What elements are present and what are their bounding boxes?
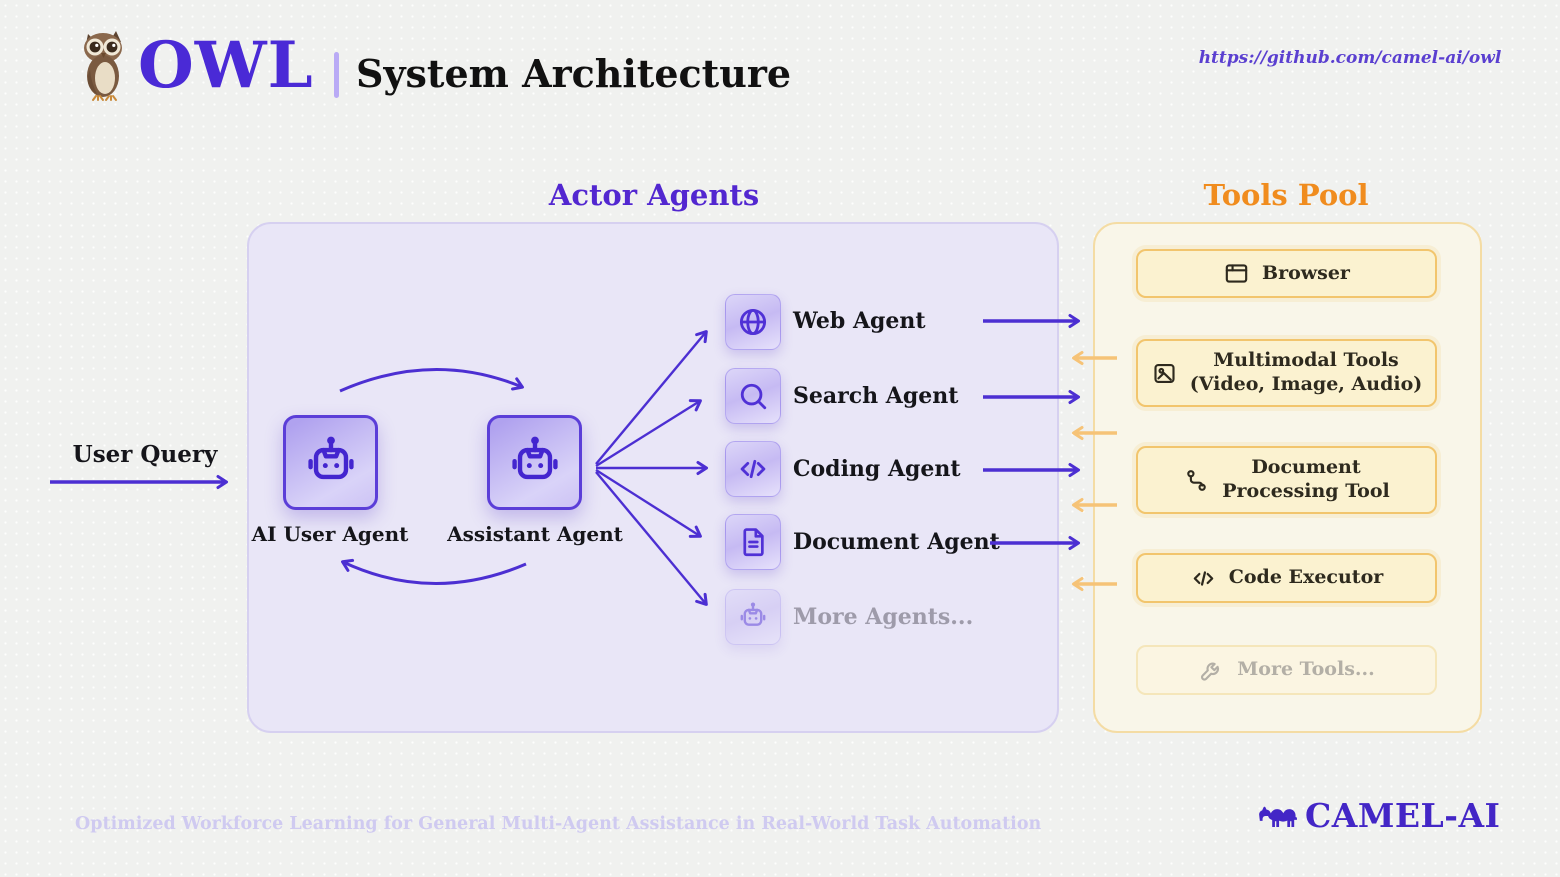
document-agent-node <box>725 514 781 570</box>
ai-user-agent-label: AI User Agent <box>251 522 409 546</box>
coding-agent-node <box>725 441 781 497</box>
wrench-icon <box>1198 657 1225 684</box>
coding-agent-label: Coding Agent <box>793 456 961 482</box>
assistant-agent-label: Assistant Agent <box>447 522 623 546</box>
multimodal-line2: (Video, Image, Audio) <box>1189 373 1423 395</box>
github-url-link[interactable]: https://github.com/camel-ai/owl <box>1198 48 1502 68</box>
code-executor-label: Code Executor <box>1228 566 1384 589</box>
more-agents-label: More Agents... <box>793 604 974 630</box>
header-divider <box>334 52 339 98</box>
browser-tool-card: Browser <box>1136 249 1437 298</box>
docproc-line1: Document <box>1251 456 1361 479</box>
ai-user-agent-node <box>283 415 378 510</box>
web-agent-node <box>725 294 781 350</box>
multimodal-tools-label: Multimodal Tools (Video, Image, Audio) <box>1190 349 1423 397</box>
robot-icon <box>504 432 566 494</box>
logo-text: OWL <box>138 28 314 103</box>
document-icon <box>736 525 770 559</box>
brand-name: CAMEL-AI <box>1305 796 1501 835</box>
search-icon <box>736 379 770 413</box>
browser-tool-label: Browser <box>1262 261 1350 284</box>
footer-tagline: Optimized Workforce Learning for General… <box>75 814 1042 834</box>
document-processing-card: Document Processing Tool <box>1136 446 1437 514</box>
user-query-label: User Query <box>72 441 218 468</box>
tools-pool-title: Tools Pool <box>1203 178 1369 212</box>
more-tools-card: More Tools... <box>1136 645 1437 695</box>
owl-logo-icon <box>76 26 132 102</box>
image-icon <box>1151 360 1178 387</box>
brand-logo: CAMEL-AI <box>1255 796 1501 835</box>
browser-icon <box>1223 260 1250 287</box>
web-agent-label: Web Agent <box>793 308 926 334</box>
document-processing-label: Document Processing Tool <box>1222 456 1389 504</box>
document-agent-label: Document Agent <box>793 529 1000 555</box>
multimodal-tools-card: Multimodal Tools (Video, Image, Audio) <box>1136 339 1437 407</box>
robot-icon <box>300 432 362 494</box>
code-icon <box>736 452 770 486</box>
globe-icon <box>736 305 770 339</box>
more-agents-node <box>725 589 781 645</box>
search-agent-node <box>725 368 781 424</box>
camel-icon <box>1255 799 1299 833</box>
assistant-agent-node <box>487 415 582 510</box>
actor-agents-title: Actor Agents <box>548 178 760 212</box>
code-executor-card: Code Executor <box>1136 553 1437 603</box>
page-title: System Architecture <box>356 51 792 96</box>
more-tools-label: More Tools... <box>1237 658 1375 681</box>
code-icon <box>1190 565 1217 592</box>
multimodal-line1: Multimodal Tools <box>1213 349 1399 372</box>
branch-icon <box>1183 467 1210 494</box>
docproc-line2: Processing Tool <box>1222 480 1390 502</box>
robot-icon <box>736 600 770 634</box>
search-agent-label: Search Agent <box>793 383 959 409</box>
